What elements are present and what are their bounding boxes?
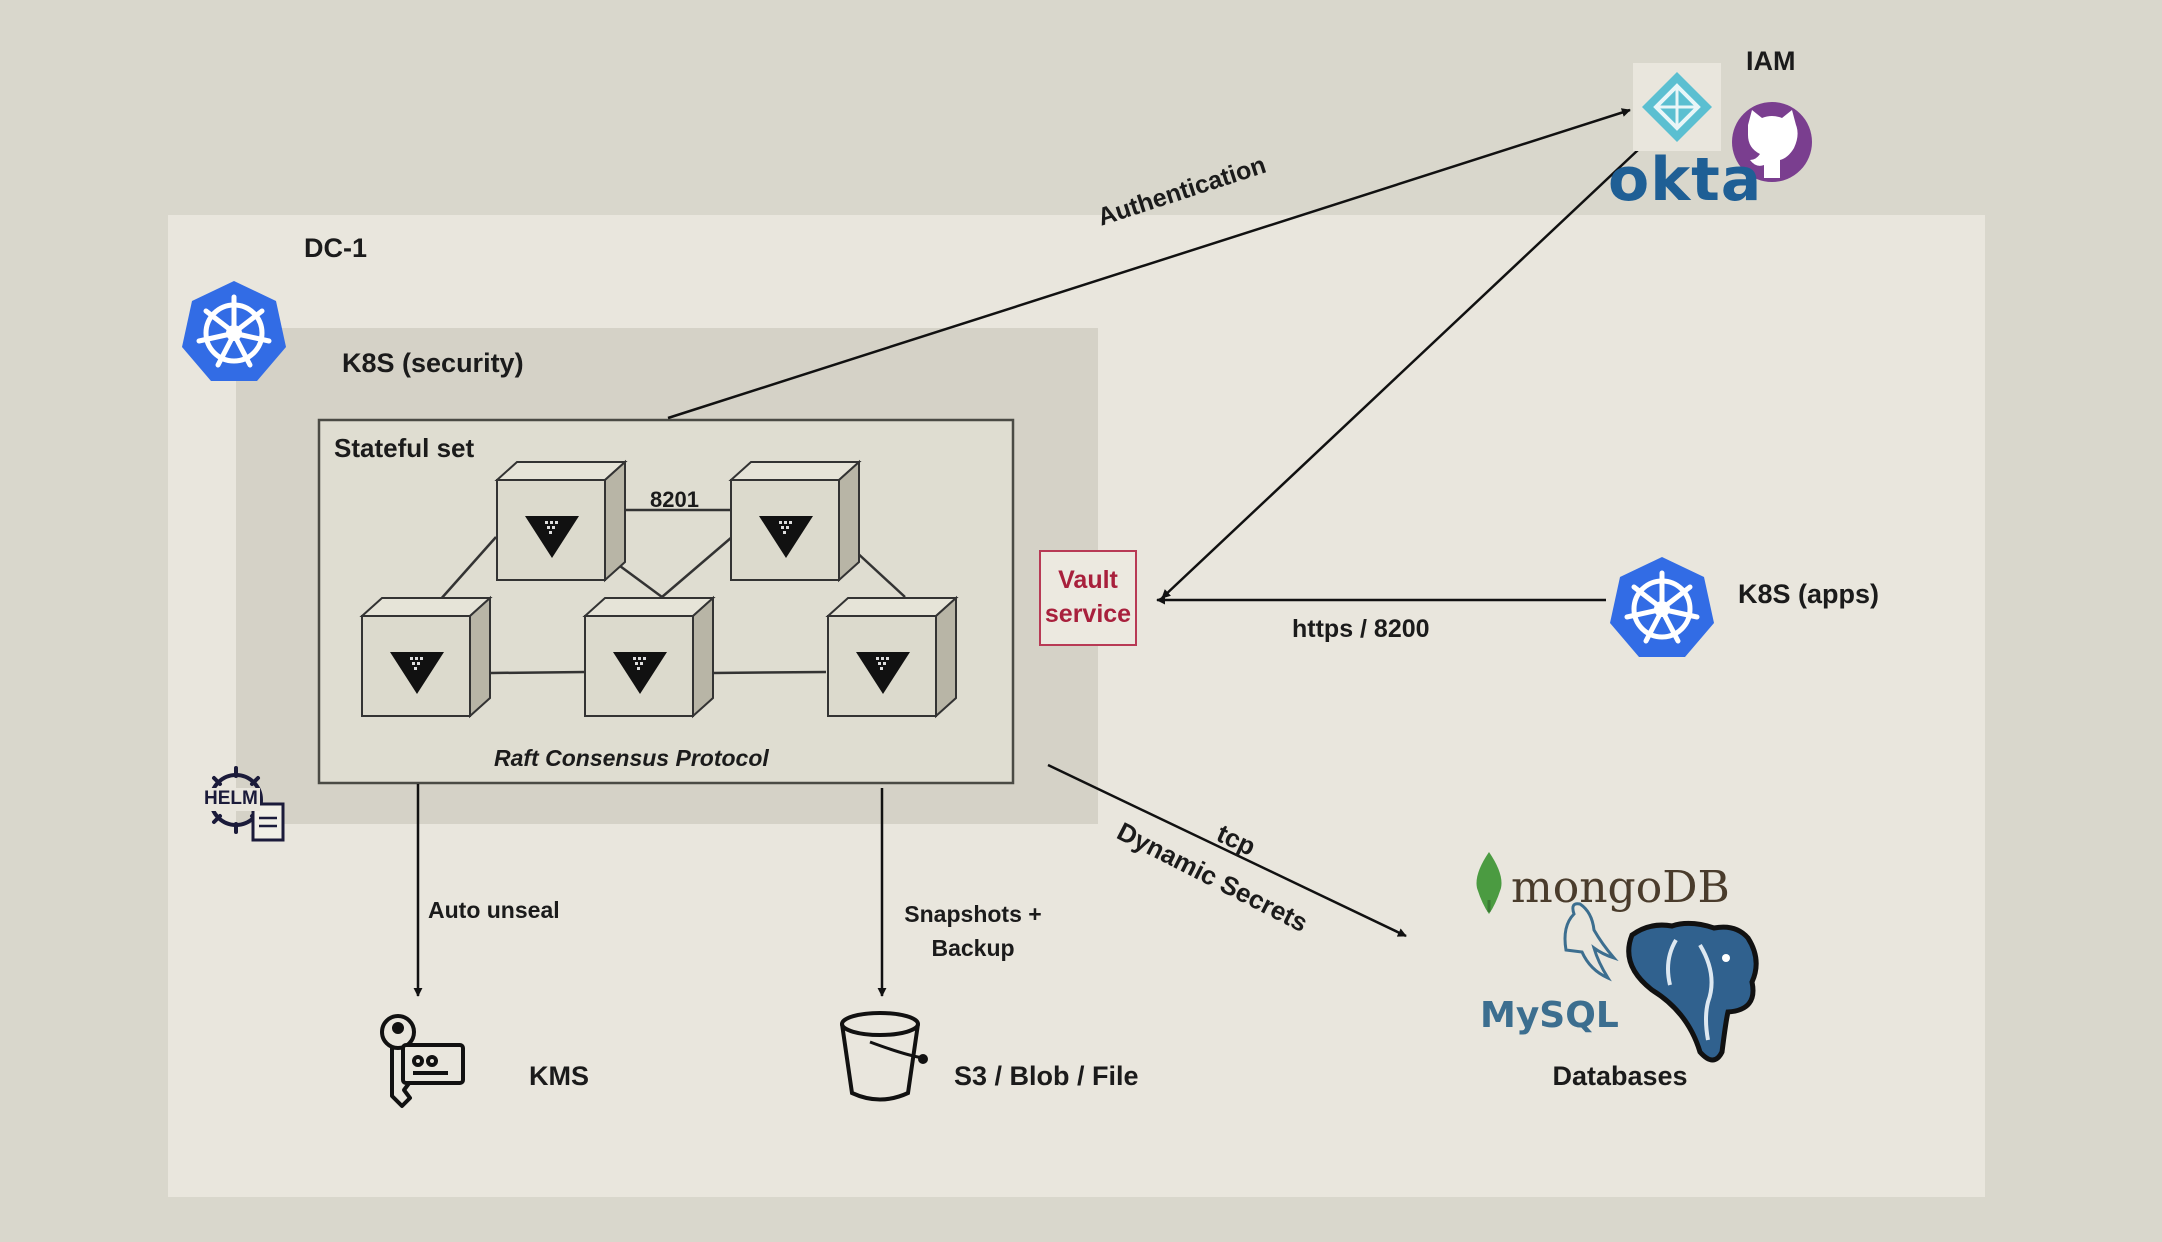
https-label: https / 8200 [1292,615,1430,643]
iam-title: IAM [1746,46,1796,76]
helm-wordmark: HELM [202,788,260,811]
bucket-icon [840,1011,928,1102]
stateful-set-title: Stateful set [334,433,475,463]
kms-key-icon [380,1014,465,1108]
databases-title: Databases [1552,1061,1688,1091]
k8s-security-title: K8S (security) [342,348,524,378]
mongodb-leaf-icon [1476,852,1502,914]
raft-protocol-label: Raft Consensus Protocol [494,745,769,771]
port-8201-label: 8201 [650,487,699,512]
auto-unseal-label: Auto unseal [428,897,560,923]
storage-title: S3 / Blob / File [954,1061,1139,1091]
dc-title: DC-1 [304,233,368,263]
dynamic-secrets-arrow [1047,763,1407,938]
mysql-dolphin-icon [1563,902,1619,982]
okta-icon [1633,63,1721,151]
mongodb-wordmark: mongoDB [1511,862,1730,913]
mysql-wordmark: MySQL [1480,995,1619,1036]
snapshots-label: Snapshots + Backup [904,901,1042,961]
github-icon [1732,102,1812,182]
vault-node-icon [584,597,714,717]
vault-node-icon [496,461,626,581]
vault-node-icon [730,461,860,581]
okta-wordmark: okta [1608,145,1763,215]
vault-node-icon [827,597,957,717]
helm-icon [209,766,285,842]
vault-service-box: Vault service [1039,550,1137,646]
iam-vault-arrow [1161,117,1673,599]
kms-title: KMS [529,1061,589,1091]
postgresql-icon [1626,920,1759,1063]
vault-node-icon [361,597,491,717]
k8s-apps-title: K8S (apps) [1738,579,1880,609]
